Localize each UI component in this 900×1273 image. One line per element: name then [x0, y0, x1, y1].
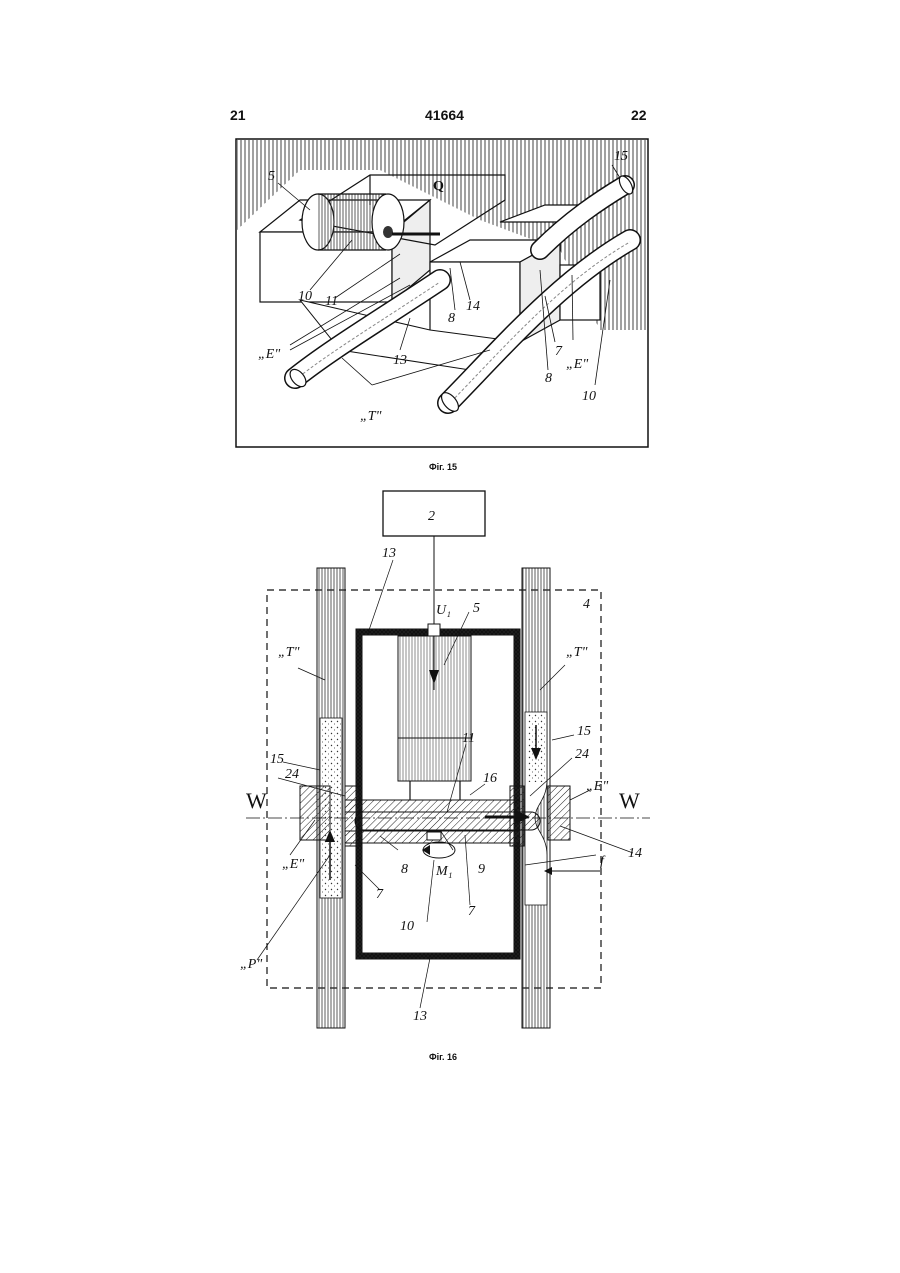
- fig15-label-T: „T": [360, 409, 382, 424]
- fig15-label-13: 13: [393, 353, 407, 368]
- fig15-label-10b: 10: [582, 389, 596, 404]
- fig16-label-Wb: W: [619, 788, 640, 813]
- fig15-label-Q: Q: [433, 179, 444, 194]
- fig16-right-pipe: [522, 568, 550, 1028]
- fig16-label-Eb: „E": [586, 779, 608, 794]
- fig16-label-15b: 15: [577, 724, 591, 739]
- fig16-label-14: 14: [628, 846, 642, 861]
- fig15-label-7: 7: [555, 344, 563, 359]
- figure-16: 2 13 U₁ 5 4 „T" „T" 15 15 11 24 24 16 W …: [240, 491, 650, 1028]
- fig16-motor-5: [398, 624, 471, 800]
- fig15-label-8a: 8: [448, 311, 455, 326]
- fig15-label-Eb: „E": [566, 357, 588, 372]
- fig16-label-U1: U₁: [436, 603, 451, 618]
- fig16-label-7b: 7: [468, 904, 476, 919]
- fig15-label-11: 11: [325, 294, 338, 309]
- fig15-label-10a: 10: [298, 289, 312, 304]
- fig16-label-Wa: W: [246, 788, 267, 813]
- fig16-label-4: 4: [583, 597, 590, 612]
- fig16-label-f: f: [600, 854, 606, 869]
- fig16-label-Tb: „T": [566, 645, 588, 660]
- fig16-label-15a: 15: [270, 752, 284, 767]
- fig16-label-16: 16: [483, 771, 497, 786]
- fig16-label-2: 2: [428, 509, 435, 524]
- fig16-label-24b: 24: [575, 747, 589, 762]
- fig15-label-5: 5: [268, 169, 275, 184]
- fig16-label-Ea: „E": [282, 857, 304, 872]
- fig16-label-Ta: „T": [278, 645, 300, 660]
- fig16-caption: Фіг. 16: [429, 1052, 457, 1062]
- figure-15: 5 Q 15 10 11 8 14 „E" 13 7 8 „E" „T" 10: [236, 139, 648, 447]
- fig16-label-13b: 13: [413, 1009, 427, 1024]
- fig15-caption: Фіг. 15: [429, 462, 457, 472]
- fig16-label-13a: 13: [382, 546, 396, 561]
- fig16-label-7a: 7: [376, 887, 384, 902]
- fig16-label-5: 5: [473, 601, 480, 616]
- fig16-label-P: „P": [240, 957, 262, 972]
- fig16-label-8: 8: [401, 862, 408, 877]
- fig16-label-9: 9: [478, 862, 485, 877]
- fig15-label-8b: 8: [545, 371, 552, 386]
- fig16-label-11: 11: [462, 731, 475, 746]
- fig15-label-15: 15: [614, 149, 628, 164]
- fig15-label-14: 14: [466, 299, 480, 314]
- fig16-label-24a: 24: [285, 767, 299, 782]
- fig15-label-Ea: „E": [258, 347, 280, 362]
- fig16-label-10: 10: [400, 919, 414, 934]
- fig16-label-M1: M₁: [435, 864, 453, 879]
